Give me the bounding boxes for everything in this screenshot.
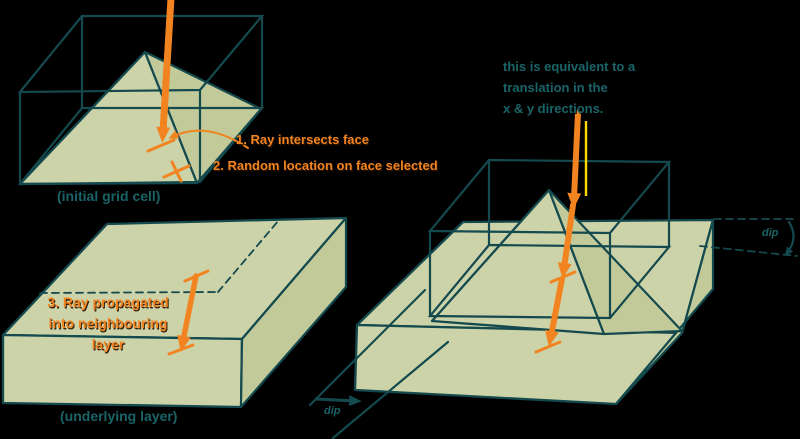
translation-note: this is equivalent to a translation in t… [503,59,636,116]
dip-angle-label: dip [762,227,779,239]
wireframe-box [17,14,265,186]
x-marker-bottom [534,340,562,354]
initial-cell-caption: (initial grid cell) [57,188,161,204]
ray-arrow [545,110,582,347]
step2-label: 2. Random location on face selected [213,158,438,173]
dip-direction-annotation [308,288,450,439]
slab-right-face [239,216,348,409]
slab-right-face [614,218,715,406]
dip-direction-label: dip [324,405,341,417]
x-marker-intersection [146,138,176,153]
x-marker-face [549,270,577,284]
underlying-layer-caption: (underlying layer) [60,408,178,424]
slab-front-face [353,323,684,406]
ray-arrow [156,0,175,143]
pyramid-right-face [547,188,684,336]
hidden-cell-edges [39,219,280,294]
x-marker-random-location [162,160,191,183]
translated-cell-diagram [308,110,798,439]
x-marker-entry [183,269,210,283]
wireframe-box [427,158,672,320]
step1-label: 1. Ray intersects face [236,132,369,147]
initial-cell-diagram [17,0,265,186]
step3-label: 3. Ray propagated into neighbouring laye… [47,294,169,352]
x-marker-exit [167,343,195,356]
ray-arrow [177,273,199,352]
dip-angle-annotation [699,218,798,257]
underlying-layer-diagram [1,216,348,409]
dip-direction-arrow [314,395,362,407]
leader-arc [168,129,249,149]
